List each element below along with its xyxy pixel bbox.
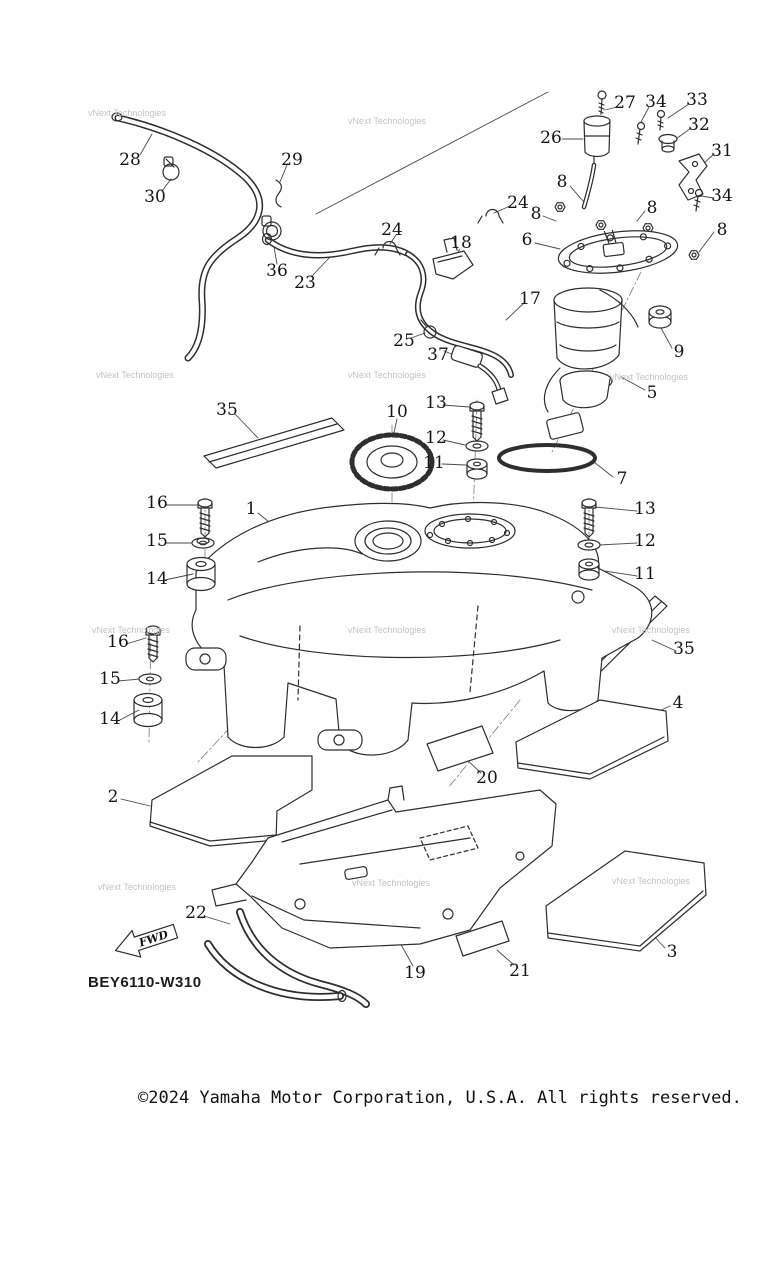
pump-grommet-9 — [648, 305, 672, 329]
pump-flange-6 — [557, 229, 679, 274]
breather-hose — [111, 112, 264, 362]
washer-12-top-icon — [465, 440, 489, 452]
grommet-11-top-icon — [466, 458, 488, 480]
screw-34-lower-icon — [693, 188, 704, 212]
hose-clamp-36-icon — [261, 215, 282, 241]
bolt-16-left-icon — [197, 498, 213, 538]
joint-connector-37 — [450, 345, 509, 405]
bolt-16-lower-icon — [145, 625, 161, 663]
grommet-32-icon — [658, 133, 678, 153]
fuel-pipe-17 — [405, 251, 514, 378]
grommet-14-lower-icon — [133, 692, 163, 728]
grommet-14-left-icon — [186, 556, 216, 592]
screw-33-icon — [656, 109, 666, 131]
screw-27-icon — [597, 90, 607, 115]
cushion-strip-35-left — [203, 417, 345, 469]
heat-shield-3 — [545, 850, 707, 952]
fwd-label: FWD — [136, 928, 170, 950]
damper-pad-21 — [455, 920, 510, 957]
fuel-cap-10 — [349, 432, 435, 492]
hose-clip-29-icon — [275, 179, 282, 208]
pump-bracket-31 — [678, 153, 708, 201]
flange-nuts-8 — [554, 202, 700, 260]
washer-15-lower-icon — [138, 673, 162, 685]
fwd-arrow: FWD — [114, 923, 179, 958]
rollover-valve-26 — [581, 115, 611, 210]
heat-shield-2 — [149, 755, 313, 847]
fuel-tank-1 — [185, 501, 653, 756]
fuel-pump-5 — [543, 287, 639, 440]
pipe-joint-18 — [432, 237, 474, 280]
filler-neck — [354, 520, 422, 562]
copyright-text: ©2024 Yamaha Motor Corporation, U.S.A. A… — [138, 1088, 742, 1108]
pipe-clip-24-left — [374, 240, 401, 256]
pipe-clip-24-right — [477, 208, 504, 224]
washer-15-left-icon — [191, 537, 215, 549]
tank-bracket-19 — [211, 785, 557, 949]
heat-shield-4 — [515, 699, 669, 780]
diagram-code-label: BEY6110-W310 — [88, 974, 202, 991]
washer-12-right-icon — [577, 539, 601, 551]
bolt-13-top-icon — [469, 401, 485, 442]
bolt-13-right-icon — [581, 498, 597, 538]
drain-hose-22 — [204, 908, 370, 1008]
o-ring-7 — [497, 443, 597, 473]
hose-clamp-30-icon — [162, 156, 180, 181]
grommet-11-right-icon — [578, 558, 600, 581]
screw-34-upper-icon — [635, 121, 646, 145]
damper-pad-20 — [426, 725, 494, 772]
pipe-clamp-25-icon — [420, 319, 437, 339]
